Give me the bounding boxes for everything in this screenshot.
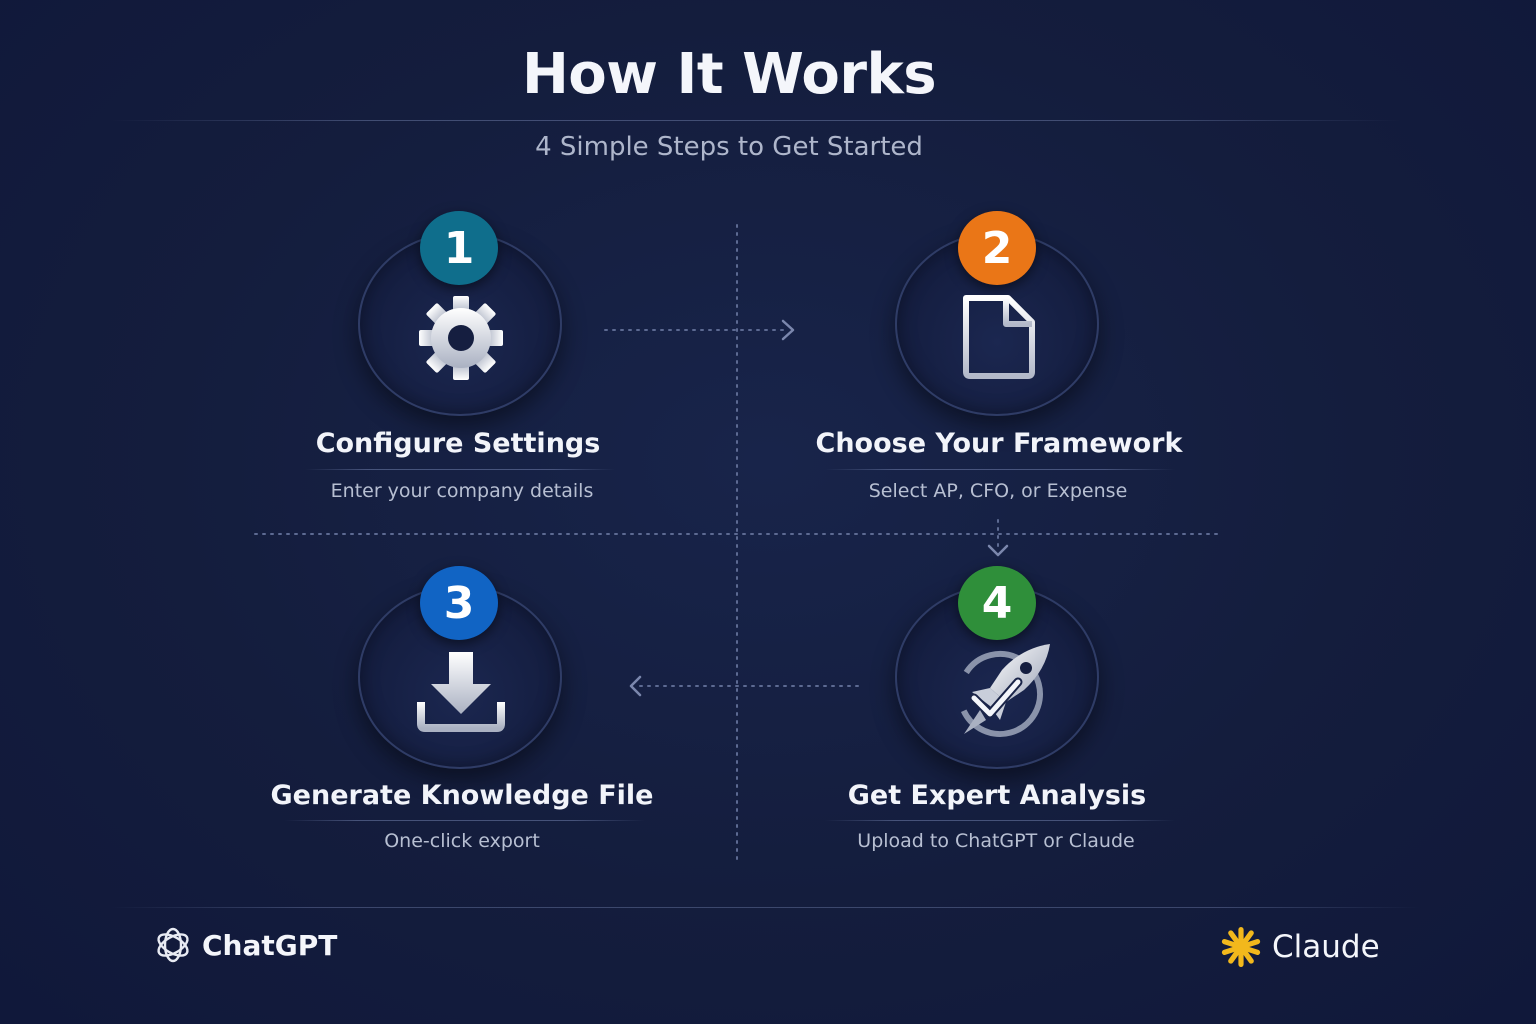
- step-4-description: Upload to ChatGPT or Claude: [857, 830, 1135, 852]
- step-3-badge: 3: [420, 566, 498, 640]
- document-icon: [963, 295, 1035, 379]
- title-divider: [110, 120, 1400, 121]
- step-2-title: Choose Your Framework: [815, 428, 1183, 459]
- step-3-description: One-click export: [384, 830, 540, 852]
- step-2-description: Select AP, CFO, or Expense: [868, 480, 1128, 502]
- rocket-icon: [957, 644, 1050, 737]
- page-subtitle: 4 Simple Steps to Get Started: [535, 132, 923, 162]
- arrow-down-icon: [987, 544, 1009, 557]
- arrow-left-icon: [629, 675, 642, 697]
- chatgpt-logo-icon: [157, 927, 189, 963]
- chatgpt-brand: ChatGPT: [152, 924, 337, 966]
- step-2-badge: 2: [958, 211, 1036, 285]
- footer-divider: [110, 907, 1420, 908]
- chatgpt-label: ChatGPT: [202, 928, 338, 962]
- claude-sunburst-icon: [1221, 927, 1261, 967]
- arrow-right-icon: [781, 319, 795, 341]
- step-4-badge: 4: [958, 566, 1036, 640]
- claude-label: Claude: [1272, 929, 1380, 965]
- step-3-title: Generate Knowledge File: [270, 780, 654, 811]
- gear-icon: [419, 296, 503, 380]
- claude-brand: Claude: [1218, 924, 1380, 970]
- step-2-divider: [825, 469, 1175, 470]
- step-3-divider: [285, 820, 645, 821]
- step-1-description: Enter your company details: [330, 480, 594, 502]
- page-title: How It Works: [521, 42, 937, 107]
- step-1-badge: 1: [420, 211, 498, 285]
- step-4-divider: [825, 820, 1175, 821]
- step-4-title: Get Expert Analysis: [847, 780, 1147, 811]
- step-1-title: Configure Settings: [315, 428, 601, 459]
- step-1-divider: [305, 469, 615, 470]
- download-icon: [417, 652, 505, 732]
